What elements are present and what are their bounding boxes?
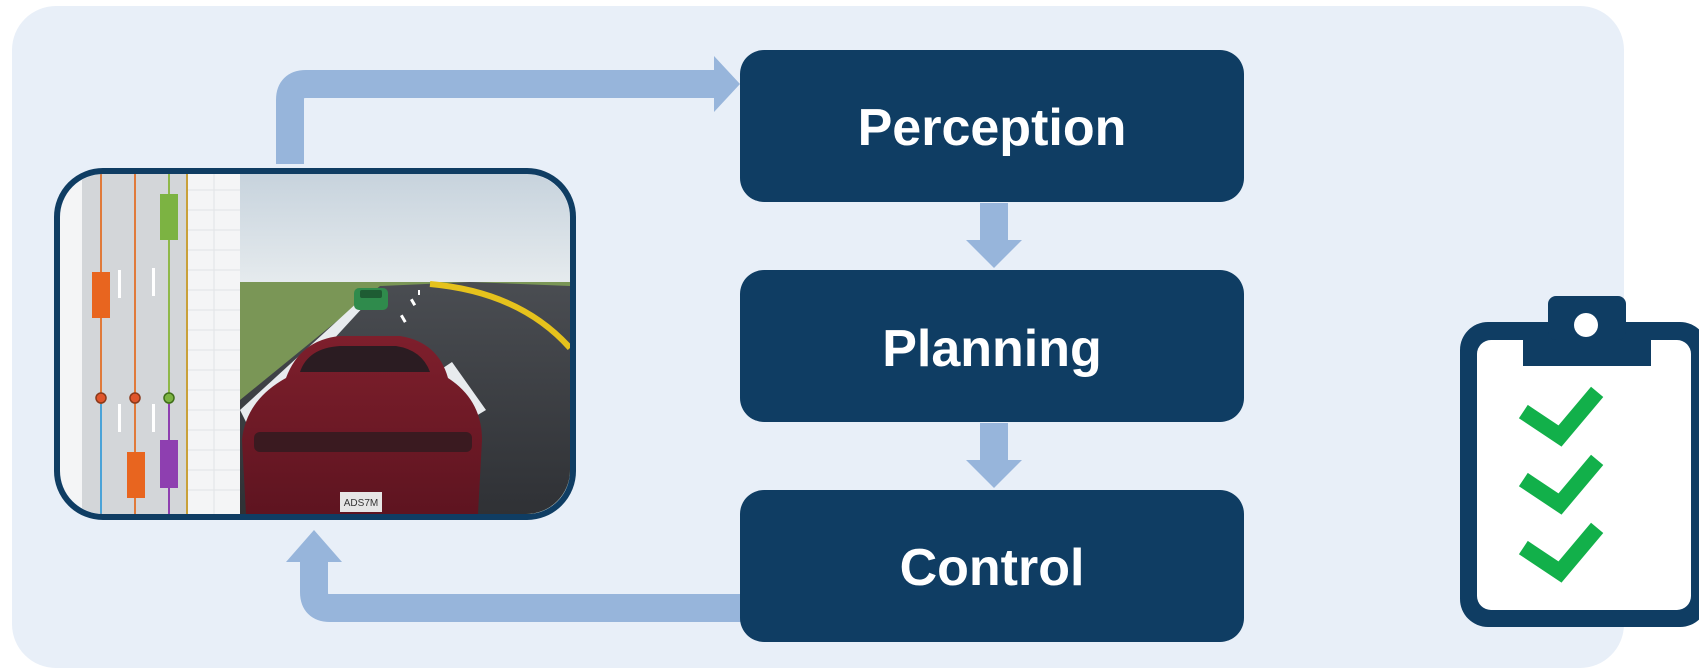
block-control[interactable]: Control [740,490,1244,642]
arrow-sim-to-perception [276,56,740,164]
arrow-perception-to-planning [966,203,1022,268]
block-perception[interactable]: Perception [740,50,1244,202]
check-icon-1 [1518,386,1604,447]
block-planning[interactable]: Planning [740,270,1244,422]
block-perception-label: Perception [858,99,1127,157]
simulation-frame [54,168,576,520]
simulation-view: ADS7M [54,168,576,520]
check-icon-2 [1518,454,1604,515]
block-planning-label: Planning [882,320,1102,378]
driving-scene: ADS7M [240,174,570,514]
block-control-label: Control [900,539,1085,597]
check-icon-3 [1518,522,1604,583]
license-plate-text: ADS7M [344,498,378,509]
arrow-planning-to-control [966,423,1022,488]
clipboard-icon [1460,296,1699,627]
signal-panel [60,174,240,514]
arrow-control-to-sim [286,530,745,622]
